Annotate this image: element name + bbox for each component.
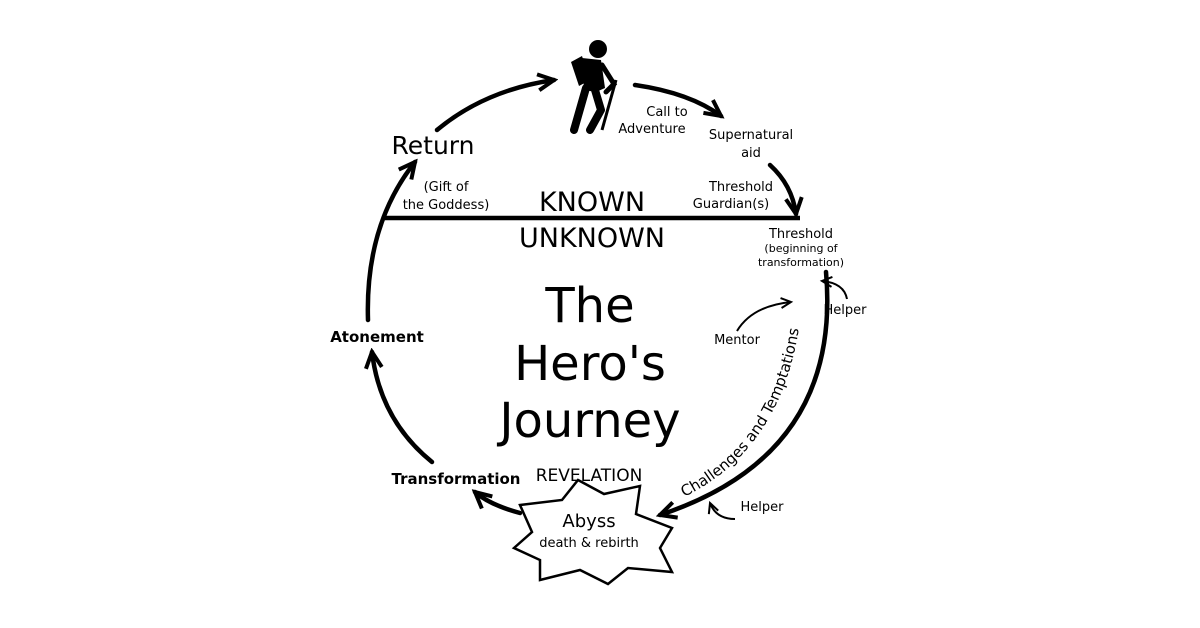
- helper-bottom-arrow: [707, 500, 736, 520]
- helper-top-arrow: [819, 275, 848, 300]
- call-label-line1: Call to: [646, 105, 687, 120]
- death-rebirth-label: death & rebirth: [539, 536, 639, 551]
- abyss-label: Abyss: [562, 511, 615, 532]
- supernatural-label-line2: aid: [741, 146, 761, 161]
- title-line2: Hero's: [514, 336, 666, 392]
- hiker-icon: [570, 40, 618, 134]
- transformation-label: Transformation: [392, 470, 521, 488]
- mentor-label: Mentor: [714, 333, 761, 348]
- known-label: KNOWN: [539, 187, 645, 218]
- threshold-sub-line2: transformation): [758, 256, 844, 269]
- unknown-label: UNKNOWN: [519, 223, 665, 254]
- threshold-label: Threshold: [768, 227, 833, 242]
- supernatural-label-line1: Supernatural: [709, 128, 793, 143]
- arrow-hero-to-supernatural: [632, 82, 721, 116]
- helper-top-label: Helper: [824, 303, 868, 318]
- cycle-arrows: [365, 80, 830, 516]
- arrow-abyss-to-transformation: [475, 492, 523, 516]
- atonement-label: Atonement: [330, 328, 424, 346]
- mentor-arrow: [736, 297, 794, 332]
- gift-label-line2: the Goddess): [403, 198, 490, 213]
- title-line3: Journey: [496, 393, 680, 449]
- guardian-label-line1: Threshold: [708, 180, 773, 195]
- arrow-transformation-to-atonement: [372, 352, 435, 465]
- arrow-challenges-to-abyss: [660, 269, 830, 515]
- arrow-atonement-to-return: [365, 162, 415, 323]
- arrow-supernatural-to-threshold: [767, 162, 796, 214]
- revelation-label: REVELATION: [536, 466, 643, 486]
- arrow-return-to-hero: [434, 80, 554, 133]
- gift-label-line1: (Gift of: [424, 180, 469, 195]
- abyss-starburst: [511, 478, 675, 586]
- call-label-line2: Adventure: [618, 122, 685, 137]
- return-label: Return: [392, 131, 475, 160]
- helper-bottom-label: Helper: [741, 500, 785, 515]
- helper-arrows: [707, 275, 848, 520]
- title-line1: The: [544, 278, 634, 334]
- threshold-sub-line1: (beginning of: [764, 242, 838, 255]
- guardian-label-line2: Guardian(s): [693, 197, 769, 212]
